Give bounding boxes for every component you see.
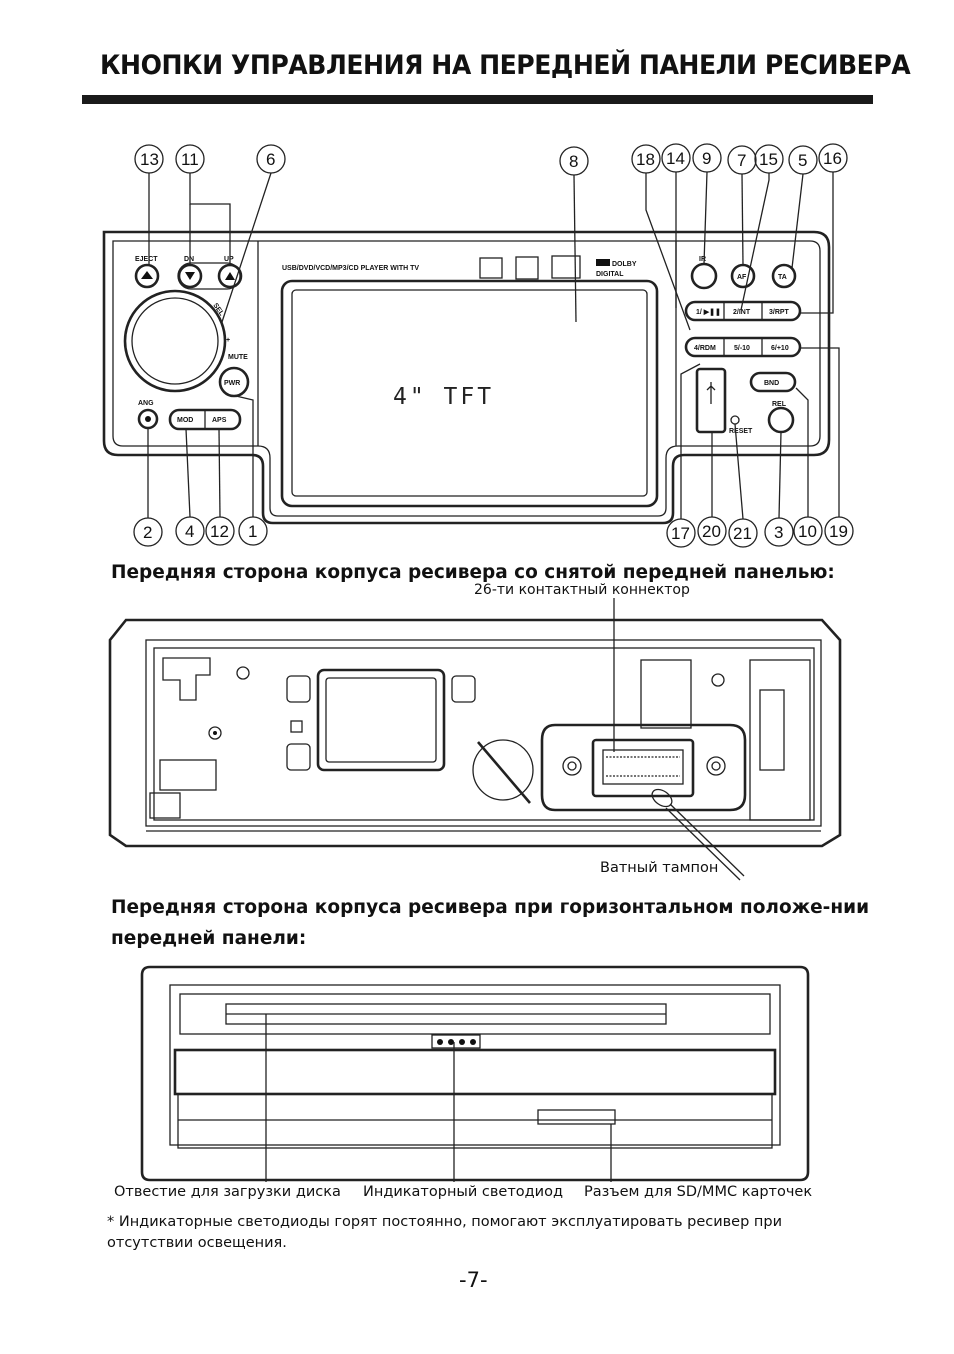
chassis-front-diagram xyxy=(108,598,842,881)
page-title: КНОПКИ УПРАВЛЕНИЯ НА ПЕРЕДНЕЙ ПАНЕЛИ РЕС… xyxy=(100,50,911,81)
callout-15: 15 xyxy=(759,150,778,169)
ta-label: TA xyxy=(778,274,787,281)
callout-7: 7 xyxy=(737,151,746,170)
mute-label: MUTE xyxy=(228,354,248,361)
callout-19: 19 xyxy=(829,522,848,541)
callout-5: 5 xyxy=(798,151,807,170)
callout-4: 4 xyxy=(185,522,194,541)
leader-lines xyxy=(147,171,840,520)
callout-10: 10 xyxy=(798,522,817,541)
section-2-heading: Передняя сторона корпуса ресивера при го… xyxy=(111,897,870,949)
led-caption: Индикаторный светодиод xyxy=(363,1184,564,1200)
callouts-bottom: 2 4 12 1 17 20 21 3 10 19 xyxy=(133,516,854,548)
btn5-label: 5/-10 xyxy=(734,345,750,352)
btn2-label: 2/INT xyxy=(733,309,751,316)
digital-label: DIGITAL xyxy=(596,271,624,278)
callout-8: 8 xyxy=(569,152,578,171)
callout-3: 3 xyxy=(774,523,783,542)
reset-label: RESET xyxy=(729,428,753,435)
sd-slot-caption: Разъем для SD/MMC карточек xyxy=(584,1184,813,1200)
formats-label: USB/DVD/VCD/MP3/CD PLAYER WITH TV xyxy=(282,265,419,272)
title-rule xyxy=(82,95,873,104)
dolby-label: DOLBY xyxy=(612,261,637,268)
pwr-label: PWR xyxy=(224,380,240,387)
horizontal-panel-diagram xyxy=(140,965,810,1182)
callout-16: 16 xyxy=(823,149,842,168)
callout-17: 17 xyxy=(671,524,690,543)
btn6-label: 6/+10 xyxy=(771,345,789,352)
eject-label: EJECT xyxy=(135,256,158,263)
callout-6: 6 xyxy=(266,150,275,169)
btn3-label: 3/RPT xyxy=(769,309,790,316)
callout-12: 12 xyxy=(210,522,229,541)
btn4-label: 4/RDM xyxy=(694,345,716,352)
callout-14: 14 xyxy=(666,149,685,168)
footnote: * Индикаторные светодиоды горят постоянн… xyxy=(107,1214,783,1251)
mod-label: MOD xyxy=(177,417,193,424)
ang-label: ANG xyxy=(138,400,154,407)
ir-label: IR xyxy=(699,256,706,263)
front-panel-diagram: USB/DVD/VCD/MP3/CD PLAYER WITH TV DOLBY … xyxy=(102,143,854,548)
bnd-label: BND xyxy=(764,380,779,387)
page-number: -7- xyxy=(459,1268,488,1292)
dn-label: DN xyxy=(184,256,194,263)
callout-20: 20 xyxy=(702,522,721,541)
up-label: UP xyxy=(224,256,234,263)
callout-21: 21 xyxy=(733,524,752,543)
swab-caption: Ватный тампон xyxy=(600,860,719,876)
disc-slot-caption: Отвестие для загрузки диска xyxy=(114,1184,341,1200)
callout-1: 1 xyxy=(248,522,257,541)
af-label: AF xyxy=(737,274,747,281)
callout-13: 13 xyxy=(140,150,159,169)
screen-label: 4" TFT xyxy=(393,384,494,410)
plus-label: + xyxy=(226,337,230,344)
connector-caption: 26-ти контактный коннектор xyxy=(474,582,690,598)
callout-18: 18 xyxy=(636,150,655,169)
btn1-label: 1/ ▶❚❚ xyxy=(696,308,721,316)
callout-11: 11 xyxy=(181,150,199,169)
callout-9: 9 xyxy=(702,149,711,168)
section-1-heading: Передняя сторона корпуса ресивера со сня… xyxy=(111,562,835,583)
callout-2: 2 xyxy=(143,523,152,542)
aps-label: APS xyxy=(212,417,227,424)
rel-label: REL xyxy=(772,401,787,408)
